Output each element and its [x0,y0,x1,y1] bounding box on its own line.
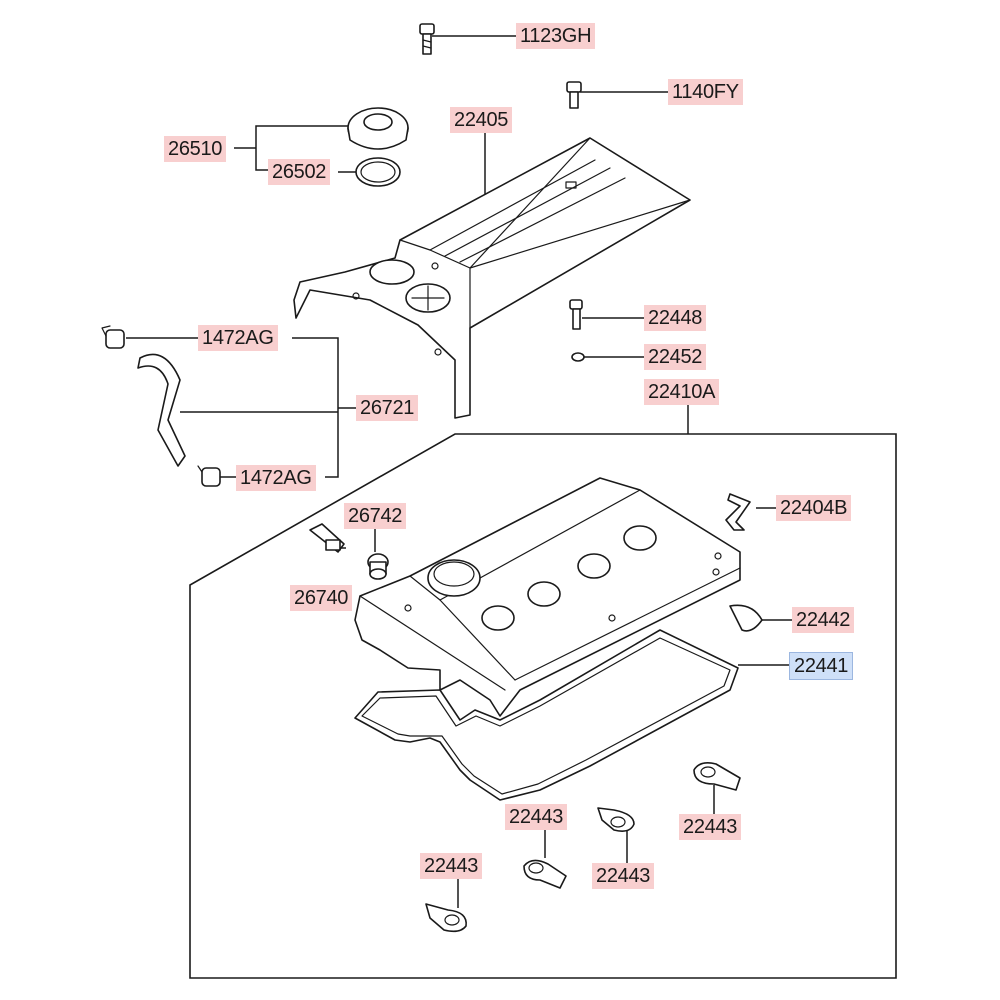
callout-22448[interactable]: 22448 [644,305,707,331]
bolt-1123gh-icon [419,23,435,55]
spark-plug-seal-icon [729,604,763,632]
oil-filler-cap-icon [347,107,409,150]
washer-22443-c-icon [597,807,635,832]
callout-26510[interactable]: 26510 [164,136,227,162]
callout-26742[interactable]: 26742 [344,503,407,529]
callout-22410a[interactable]: 22410A [644,379,720,405]
washer-22452-icon [571,352,585,362]
pcv-valve-icon [309,523,345,553]
pcv-grommet-icon [367,553,389,580]
breather-hose-icon [137,353,186,467]
assembly-frame [189,433,897,979]
washer-22443-d-icon [693,762,741,791]
washer-22443-a-icon [523,859,567,889]
callout-22404b[interactable]: 22404B [776,495,852,521]
cap-gasket-icon [355,157,401,187]
breather-tube-icon [725,493,751,531]
callout-22452[interactable]: 22452 [644,344,707,370]
engine-cover-icon [293,137,691,419]
hose-clamp-bottom-icon [197,465,221,487]
callout-1472ag-top[interactable]: 1472AG [198,325,278,351]
callout-22442[interactable]: 22442 [792,607,855,633]
callout-26740[interactable]: 26740 [290,585,353,611]
callout-1123gh[interactable]: 1123GH [516,23,596,49]
callout-22443-c[interactable]: 22443 [592,863,655,889]
callout-26721[interactable]: 26721 [356,395,419,421]
callout-22441[interactable]: 22441 [789,652,854,680]
bolt-1140fy-icon [566,81,582,109]
washer-22443-b-icon [425,903,467,933]
callout-22443-a[interactable]: 22443 [505,804,568,830]
callout-1472ag-bottom[interactable]: 1472AG [236,465,316,491]
hose-clamp-top-icon [101,325,125,349]
callout-26502[interactable]: 26502 [268,159,331,185]
bolt-22448-icon [569,299,583,330]
head-cover-gasket-icon [354,629,739,801]
callout-22443-b[interactable]: 22443 [420,853,483,879]
leader-lines [126,35,792,908]
callout-1140fy[interactable]: 1140FY [668,79,743,105]
cylinder-head-cover-icon [354,477,741,717]
callout-22443-d[interactable]: 22443 [679,814,742,840]
callout-22405[interactable]: 22405 [450,107,513,133]
